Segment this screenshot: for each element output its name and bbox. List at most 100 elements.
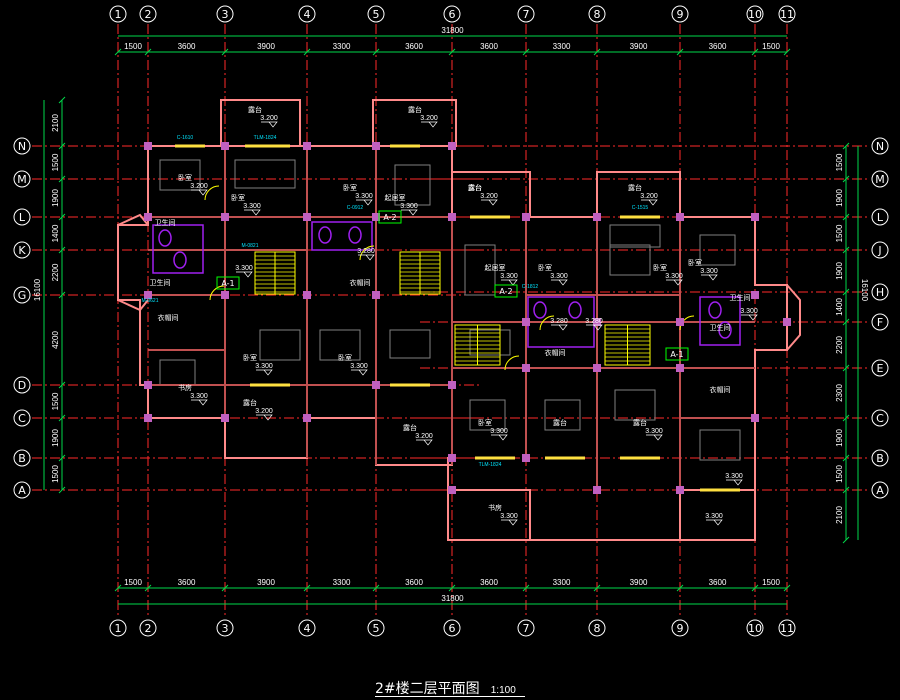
elevation-mark [356, 199, 373, 206]
axis-bubble-label: F [877, 316, 883, 329]
dim-text: 1500 [835, 465, 844, 483]
toilet-fixture [533, 301, 547, 319]
door-swing [539, 315, 555, 331]
elevation-mark [261, 121, 278, 128]
structural-column [522, 454, 530, 462]
room-name: 露台 [248, 105, 262, 114]
dim-tick [676, 48, 684, 56]
structural-column [303, 142, 311, 150]
title-underline [375, 696, 525, 697]
room-name: 卫生间 [730, 293, 751, 302]
dim-tick [842, 536, 850, 544]
axis-bubble-label: 8 [594, 622, 601, 635]
axis-bubble-bottom: 6 [443, 619, 461, 637]
axis-bubble-label: G [18, 289, 27, 302]
door-swing [209, 285, 225, 301]
room-elevation: 3.300 [740, 308, 758, 315]
room-elevation: 3.300 [550, 273, 568, 280]
room-elevation: 3.280 [585, 318, 603, 325]
dim-tick [783, 48, 791, 56]
structural-column [593, 213, 601, 221]
unit-tags: A-1A-2A-2A-1 [216, 210, 689, 361]
dim-tick [448, 48, 456, 56]
room-label: 露台3.200 [408, 105, 438, 128]
dim-text: 3600 [405, 578, 423, 587]
room-name: 卧室 [178, 173, 192, 182]
room-name: 露台 [403, 423, 417, 432]
axis-bubble-right: E [871, 359, 889, 377]
dim-text: 4200 [51, 331, 60, 349]
room-label: 衣帽间 [158, 313, 179, 322]
dim-text: 1500 [51, 153, 60, 171]
elevation-mark [741, 314, 758, 321]
room-label: 3.280 [585, 318, 603, 331]
room-label: 3.280 [357, 248, 375, 261]
furniture-item [469, 399, 506, 431]
furniture-item [699, 234, 736, 266]
room-elevation: 3.300 [190, 393, 208, 400]
elevation-mark [401, 209, 418, 216]
dim-tick [303, 48, 311, 56]
dim-text: 3600 [178, 578, 196, 587]
dim-text: 3600 [709, 42, 727, 51]
dim-text: 3900 [257, 42, 275, 51]
room-name: 卧室 [478, 418, 492, 427]
dim-text: 1500 [835, 153, 844, 171]
room-elevation: 3.200 [260, 115, 278, 122]
room-name: 卫生间 [150, 278, 171, 287]
elevation-mark [244, 209, 261, 216]
elevation-mark [726, 479, 743, 486]
elevation-mark [256, 369, 273, 376]
axis-bubble-circle [109, 5, 127, 23]
dim-text: 3300 [553, 578, 571, 587]
axis-bubble-circle [588, 5, 606, 23]
structural-column [448, 486, 456, 494]
windows-layer [175, 144, 740, 492]
axis-bubble-label: 5 [373, 622, 380, 635]
dim-tick [58, 454, 66, 462]
structural-column [448, 142, 456, 150]
dim-text: 3600 [480, 578, 498, 587]
dim-tick [522, 48, 530, 56]
elevation-mark [481, 199, 498, 206]
axis-bubble-bottom: 3 [216, 619, 234, 637]
dim-tick [372, 584, 380, 592]
dim-tick [58, 213, 66, 221]
furniture-item [464, 244, 496, 296]
elevation-mark [236, 271, 253, 278]
room-label: 卧室3.300 [231, 193, 261, 216]
axis-bubble-label: 9 [677, 622, 684, 635]
elevation-mark [586, 324, 603, 331]
dim-tick [303, 584, 311, 592]
room-label: 3.300 [705, 513, 723, 526]
axis-bubble-top: 10 [746, 5, 764, 23]
dim-text: 3600 [405, 42, 423, 51]
room-label: 露台 [553, 418, 567, 427]
sanitary-area [152, 224, 204, 274]
room-name: 卧室 [243, 353, 257, 362]
axis-bubble-circle [778, 619, 796, 637]
dim-text: 1500 [835, 224, 844, 242]
dim-text: 3300 [333, 578, 351, 587]
structural-column [448, 381, 456, 389]
furniture-item [319, 329, 361, 361]
room-name: 露台 [468, 183, 482, 192]
axis-bubble-circle [367, 619, 385, 637]
toilet-fixture [718, 321, 732, 339]
structural-column [221, 142, 229, 150]
room-label: 卧室3.300 [688, 258, 718, 281]
door-swing [504, 355, 520, 371]
axis-bubble-circle [13, 449, 31, 467]
room-name: 露台 [408, 105, 422, 114]
axis-bubble-label: D [18, 379, 26, 392]
axis-bubble-circle [13, 376, 31, 394]
room-label: 露台3.200 [248, 105, 278, 128]
dim-tick [842, 288, 850, 296]
room-label: 卫生间 [730, 293, 751, 302]
room-label: 露台3.200 [243, 398, 273, 421]
toilet-fixture [173, 251, 187, 269]
room-labels: 露台3.200露台3.200卧室3.300卧室3.300卧室3.200起居室3.… [150, 105, 758, 526]
dim-tick [842, 486, 850, 494]
door-window-code: TLM-1824 [254, 135, 277, 141]
